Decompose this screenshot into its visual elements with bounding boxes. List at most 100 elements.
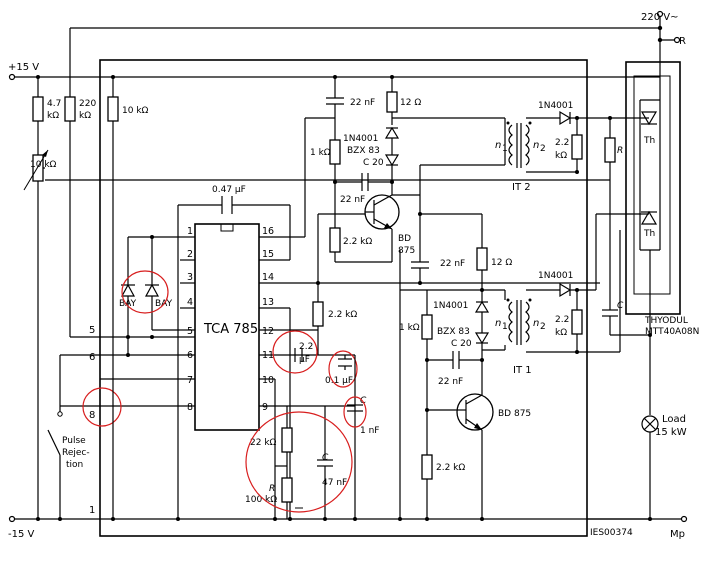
z-bzx83-bot-label: BZX 83 bbox=[437, 327, 470, 337]
svg-text:4: 4 bbox=[187, 297, 193, 308]
annotation-circle-1nf bbox=[343, 396, 367, 428]
r-220-unit: kΩ bbox=[79, 111, 91, 121]
switch-label-2: Rejec- bbox=[62, 448, 90, 458]
ac-label: 220 V~ bbox=[641, 12, 679, 23]
pot-100k-label: 100 kΩ bbox=[245, 495, 277, 505]
drawing-ref: IES00374 bbox=[590, 528, 633, 538]
plus15-terminal bbox=[8, 73, 16, 81]
switch-label-1: Pulse bbox=[62, 436, 86, 446]
it2-label: IT 2 bbox=[512, 182, 531, 193]
c-2u2-unit: μF bbox=[299, 355, 310, 365]
transformer-it1 bbox=[506, 298, 532, 345]
phase-r-terminal bbox=[673, 36, 681, 44]
c-22nf-mid-label: 22 nF bbox=[440, 259, 465, 269]
svg-text:13: 13 bbox=[262, 297, 274, 308]
bay-1-label: BAY bbox=[119, 299, 137, 309]
c-22nf-base-bot-label: 22 nF bbox=[438, 377, 463, 387]
r-gate-label: R bbox=[617, 146, 623, 156]
pot-10k-label: 10 kΩ bbox=[30, 160, 57, 170]
thyodul-inner bbox=[633, 75, 671, 295]
r-4k7-value: 4.7 bbox=[47, 99, 61, 109]
resistor-2k2-pin12 bbox=[312, 301, 324, 327]
ic-pins-right bbox=[259, 236, 600, 407]
it1-label: IT 1 bbox=[513, 365, 532, 376]
thyristor-lower bbox=[640, 210, 658, 225]
mp-terminal bbox=[680, 515, 688, 523]
r-4k7-unit: kΩ bbox=[47, 111, 59, 121]
annotation-circle-rc bbox=[245, 411, 353, 513]
r-2k2-it1-unit: kΩ bbox=[555, 328, 567, 338]
t-bd875-bot-label: BD 875 bbox=[498, 409, 531, 419]
r-22k-label: 22 kΩ bbox=[250, 438, 277, 448]
d-1n4001-it1-label: 1N4001 bbox=[538, 271, 573, 281]
thyodul-label-2: MTT40A08N bbox=[645, 327, 699, 337]
t-bd875-top-1: BD bbox=[398, 234, 411, 244]
c-01u-label: 0.1 μF bbox=[325, 376, 353, 386]
t-bd875-top-2: 875 bbox=[398, 246, 415, 256]
ac-terminal bbox=[656, 10, 664, 18]
c-47nf-label: 47 nF bbox=[322, 478, 347, 488]
resistor-2k2-top bbox=[329, 227, 341, 253]
r-2k2-top-label: 2.2 kΩ bbox=[343, 237, 372, 247]
svg-text:2: 2 bbox=[540, 144, 546, 154]
resistor-gate-r bbox=[604, 137, 616, 163]
th-lower-label: Th bbox=[643, 229, 655, 239]
transistor-bd875-bot bbox=[455, 393, 494, 431]
svg-text:n: n bbox=[533, 140, 539, 151]
svg-text:8: 8 bbox=[187, 402, 193, 413]
resistor-1k-bot bbox=[421, 314, 433, 340]
svg-text:7: 7 bbox=[187, 375, 193, 386]
svg-text:n: n bbox=[495, 318, 501, 329]
svg-text:3: 3 bbox=[187, 272, 193, 283]
svg-text:12: 12 bbox=[262, 326, 274, 337]
svg-text:10: 10 bbox=[262, 375, 274, 386]
phase-r-label: R bbox=[679, 36, 686, 47]
c-2u2-value: 2.2 bbox=[299, 342, 313, 352]
r-1k-bot-label: 1 kΩ bbox=[399, 323, 420, 333]
resistor-2k2-it1 bbox=[571, 309, 583, 335]
rail-label-6: 6 bbox=[89, 352, 95, 363]
module-outline bbox=[99, 59, 588, 537]
minus15-terminal bbox=[8, 515, 16, 523]
svg-text:15: 15 bbox=[262, 249, 274, 260]
annotation-circle-01u bbox=[328, 350, 358, 388]
rail-label-5: 5 bbox=[89, 325, 95, 336]
r-12-top-label: 12 Ω bbox=[400, 98, 421, 108]
resistor-220k bbox=[64, 96, 76, 122]
c-22nf-top-label: 22 nF bbox=[350, 98, 375, 108]
resistor-2k2-bot bbox=[421, 454, 433, 480]
c-047-label: 0.47 μF bbox=[212, 185, 246, 195]
load-label: Load bbox=[662, 414, 686, 425]
annotation-circle-pin8 bbox=[82, 387, 122, 427]
transformer-it2 bbox=[506, 121, 532, 168]
svg-text:1: 1 bbox=[502, 322, 508, 332]
svg-text:C: C bbox=[360, 396, 367, 406]
d-1n4001-top-label: 1N4001 bbox=[343, 134, 378, 144]
thyodul-module bbox=[625, 61, 681, 315]
svg-text:14: 14 bbox=[262, 272, 274, 283]
annotation-circle-bay bbox=[121, 270, 169, 314]
svg-text:n: n bbox=[495, 140, 501, 151]
svg-text:n: n bbox=[533, 318, 539, 329]
svg-text:2: 2 bbox=[540, 322, 546, 332]
z-c20-top-label: C 20 bbox=[363, 158, 384, 168]
rail-label-8: 8 bbox=[89, 410, 95, 421]
z-bzx83-top-label: BZX 83 bbox=[347, 146, 380, 156]
mp-label: Mp bbox=[670, 529, 685, 540]
svg-text:5: 5 bbox=[187, 326, 193, 337]
r-2k2-bot-label: 2.2 kΩ bbox=[436, 463, 465, 473]
resistor-12-mid bbox=[476, 247, 488, 271]
svg-text:6: 6 bbox=[187, 350, 193, 361]
c-22nf-base-top-label: 22 nF bbox=[340, 195, 365, 205]
z-c20-bot-label: C 20 bbox=[451, 339, 472, 349]
svg-text:1: 1 bbox=[502, 144, 508, 154]
r-12-mid-label: 12 Ω bbox=[491, 258, 512, 268]
r-2k2-pin12-label: 2.2 kΩ bbox=[328, 310, 357, 320]
svg-text:C: C bbox=[322, 453, 329, 463]
svg-text:16: 16 bbox=[262, 226, 274, 237]
ic-name: TCA 785 bbox=[203, 322, 258, 337]
r-2k2-it1-value: 2.2 bbox=[555, 315, 569, 325]
svg-text:2: 2 bbox=[187, 249, 193, 260]
minus15-label: -15 V bbox=[8, 529, 35, 540]
